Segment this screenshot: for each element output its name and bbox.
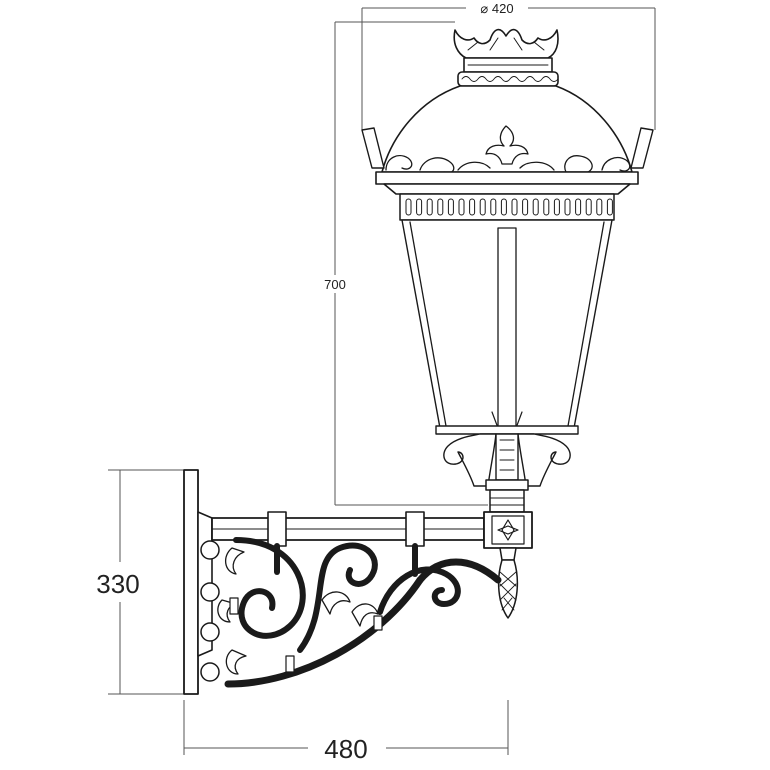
louver-slot: [585, 198, 592, 216]
louver-slot: [458, 198, 465, 216]
crown: [453, 28, 559, 87]
dimension-height: 700: [318, 21, 488, 506]
bracket-scrollwork: [217, 537, 502, 688]
louver-slot: [564, 198, 571, 216]
louver-slot: [437, 198, 444, 216]
louver-slot: [511, 198, 518, 216]
dimension-projection: 480: [183, 700, 509, 764]
diameter-label: ⌀ 420: [480, 1, 513, 16]
lantern-glass: [401, 219, 613, 435]
louver-slot: [575, 198, 582, 216]
dimension-diameter: ⌀ 420: [361, 0, 656, 130]
arm-height-label: 330: [96, 569, 139, 599]
dome: [361, 85, 654, 174]
louver-slot: [532, 198, 539, 216]
louver-slot: [596, 198, 603, 216]
height-label: 700: [324, 277, 346, 292]
bracket-arm: [211, 511, 533, 619]
louver-slot: [490, 198, 497, 216]
louver-slot: [447, 198, 454, 216]
louver-slot: [606, 198, 613, 216]
wall-plate-bolts: [200, 540, 220, 682]
louver-slot: [553, 198, 560, 216]
louver-slot: [543, 198, 550, 216]
dimension-arm-height: 330: [96, 469, 192, 695]
louver-slot: [479, 198, 486, 216]
lid-band: [375, 171, 639, 221]
lantern-neck: [485, 479, 529, 513]
louver-slots: [405, 198, 613, 216]
louver-slot: [426, 198, 433, 216]
bottom-scrolls: [443, 433, 571, 487]
projection-label: 480: [324, 734, 367, 764]
louver-slot: [405, 198, 412, 216]
louver-slot: [416, 198, 423, 216]
louver-slot: [522, 198, 529, 216]
wall-plate: [183, 469, 220, 695]
louver-slot: [469, 198, 476, 216]
louver-slot: [500, 198, 507, 216]
